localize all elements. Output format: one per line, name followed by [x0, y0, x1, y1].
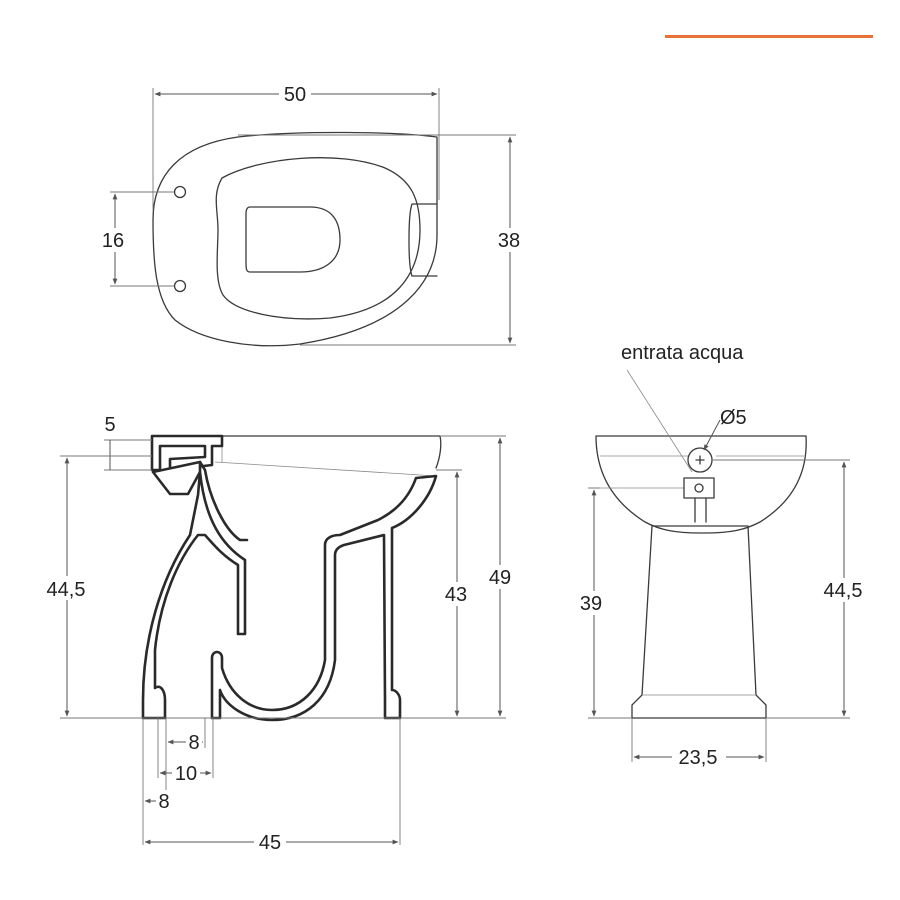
inlet-diameter-label: Ø5: [720, 407, 747, 429]
siphon-trap: [210, 474, 438, 722]
dim-holes-label: 16: [102, 230, 124, 252]
pedestal-front: [631, 525, 767, 719]
fixing-hole-lower: [173, 279, 187, 293]
dim-inlet-height-label: 39: [580, 593, 602, 615]
bowl-front-wall: [198, 460, 249, 542]
bowl-front-outline: [595, 435, 807, 534]
tank-seat-top: [408, 203, 438, 277]
fixing-hole-upper: [173, 185, 187, 199]
inlet-pipe: [683, 477, 715, 499]
dim-foot-b-label: 10: [175, 763, 197, 785]
front-view: entrata acqua Ø5 39 44,5 23,5: [576, 342, 872, 769]
dim-inner-height-label: 43: [445, 584, 467, 606]
bowl-siphon-wall: [141, 470, 247, 720]
side-section-view: 5 44,5 43 49 8 10 8 45: [40, 414, 516, 854]
inlet-leader: [626, 369, 693, 473]
accent-bar: [665, 35, 873, 38]
dim-total-depth-label: 45: [259, 832, 281, 854]
bowl-opening-top: [245, 206, 341, 273]
rim-top-side: [221, 435, 442, 469]
dim-foot-c-label: 8: [158, 791, 169, 813]
dim-foot-a-label: 8: [188, 732, 199, 754]
dim-rim-height-label: 44,5: [824, 580, 863, 602]
body-left-wall: [151, 460, 202, 496]
rim-outline-top: [215, 157, 421, 320]
top-view: 50 38 16: [98, 82, 526, 347]
dim-base-width-label: 23,5: [679, 747, 718, 769]
dim-total-height-label: 49: [489, 567, 511, 589]
water-inlet-label: entrata acqua: [621, 342, 744, 364]
dim-depth-label: 38: [498, 230, 520, 252]
dim-outlet-height-label: 44,5: [47, 579, 86, 601]
dim-seat-thickness-label: 5: [104, 414, 115, 436]
dim-width-label: 50: [284, 84, 306, 106]
bowl-outline-top: [152, 131, 438, 347]
